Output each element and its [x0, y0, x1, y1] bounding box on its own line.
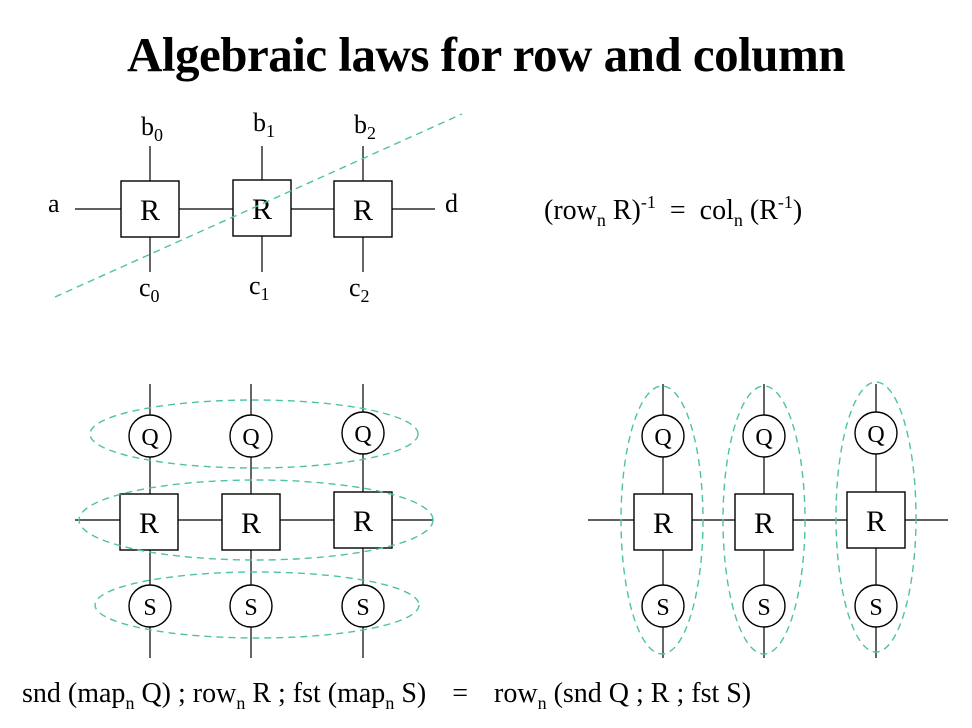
s-node-2-label: S [356, 595, 369, 621]
top-row-diagram: R R R a d b0 b1 b2 c0 c1 c2 [48, 108, 463, 306]
diagonal-dashed-line [54, 113, 463, 298]
r-box-2-label: R [866, 505, 886, 538]
label-c2: c2 [349, 273, 370, 306]
label-c1: c1 [249, 271, 270, 304]
q-node-1 [742, 414, 786, 458]
r-box-1-label: R [252, 193, 272, 226]
lower-right-diagram: Q Q Q R R R S S S [588, 381, 948, 658]
page-title: Algebraic laws for row and column [126, 27, 846, 82]
r-box-2 [333, 491, 393, 549]
s-map-ellipse [94, 571, 420, 639]
q-node-0 [128, 414, 172, 458]
r-row-ellipse [78, 479, 434, 561]
r-box-0-label: R [139, 507, 159, 540]
equation-row-law: snd (mapn Q) ; rown R ; fst (mapn S)=row… [22, 678, 751, 713]
q-node-1-label: Q [242, 425, 259, 451]
r-box-1 [734, 493, 794, 551]
s-node-1-label: S [757, 595, 770, 621]
s-node-2 [341, 584, 385, 628]
r-box-1-label: R [241, 507, 261, 540]
q-node-2-label: Q [867, 422, 884, 448]
s-node-2 [854, 584, 898, 628]
equation-inverse-row: (rown R)-1=coln (R-1) [544, 192, 802, 230]
s-node-1 [742, 584, 786, 628]
s-node-0 [128, 584, 172, 628]
q-node-0 [641, 414, 685, 458]
q-node-2 [341, 411, 385, 455]
r-box-2-label: R [353, 505, 373, 538]
lower-left-diagram: Q Q Q R R R S S S [75, 384, 434, 658]
r-box-0 [120, 180, 180, 238]
column-ellipse-0 [620, 385, 704, 655]
r-box-0 [633, 493, 693, 551]
r-box-1 [221, 493, 281, 551]
q-node-0-label: Q [654, 425, 671, 451]
s-node-2-label: S [869, 595, 882, 621]
label-d: d [445, 189, 458, 218]
r-box-2 [333, 180, 393, 238]
s-node-1 [229, 584, 273, 628]
label-b2: b2 [354, 110, 376, 143]
r-box-1 [232, 179, 292, 237]
r-box-0-label: R [140, 194, 160, 227]
r-box-0-label: R [653, 507, 673, 540]
label-a: a [48, 189, 60, 218]
r-box-2 [846, 491, 906, 549]
q-node-0-label: Q [141, 425, 158, 451]
q-node-2 [854, 411, 898, 455]
label-b0: b0 [141, 112, 163, 145]
r-box-0 [119, 493, 179, 551]
s-node-0-label: S [656, 595, 669, 621]
q-node-1 [229, 414, 273, 458]
s-node-1-label: S [244, 595, 257, 621]
r-box-2-label: R [353, 194, 373, 227]
label-b1: b1 [253, 108, 275, 141]
r-box-1-label: R [754, 507, 774, 540]
column-ellipse-1 [722, 385, 806, 655]
s-node-0 [641, 584, 685, 628]
q-node-2-label: Q [354, 422, 371, 448]
label-c0: c0 [139, 273, 160, 306]
q-map-ellipse [89, 399, 419, 469]
s-node-0-label: S [143, 595, 156, 621]
column-ellipse-2 [835, 381, 917, 653]
q-node-1-label: Q [755, 425, 772, 451]
